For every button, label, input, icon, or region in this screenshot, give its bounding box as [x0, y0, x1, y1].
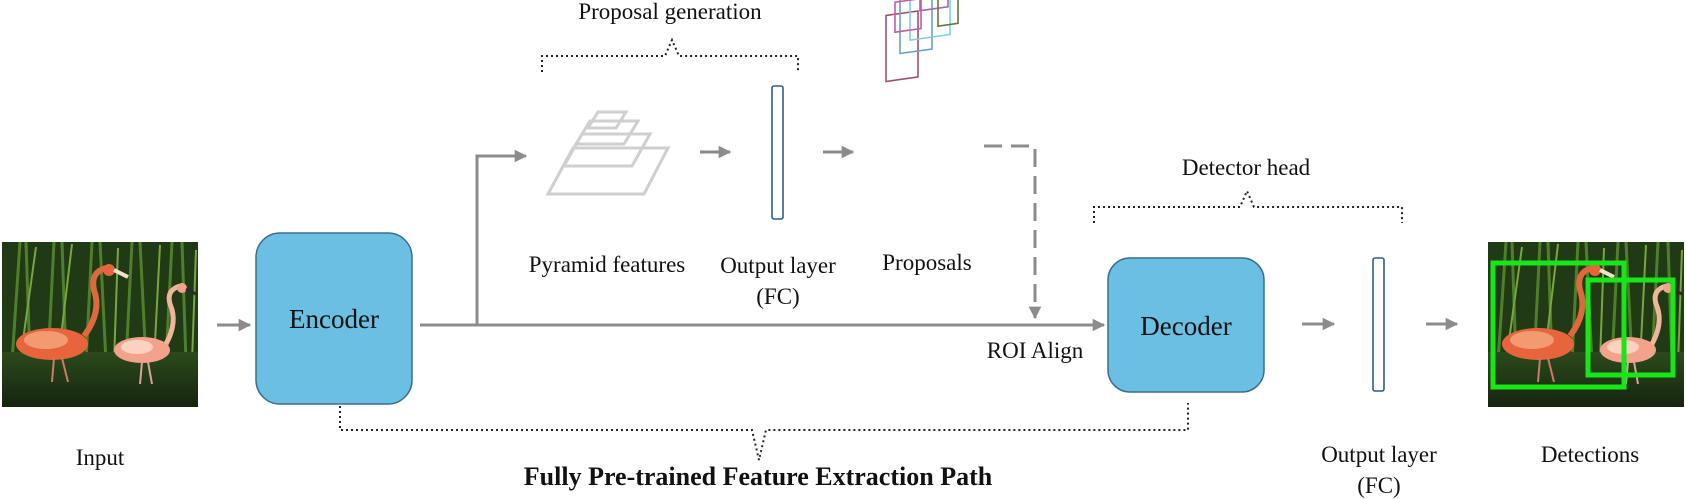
- output-layer-fc-right: [1372, 257, 1385, 392]
- output-layer-top-fc-label: (FC): [756, 284, 799, 309]
- arrow-proposals-to-roi-align: [984, 144, 1042, 320]
- detections-label: Detections: [1541, 442, 1639, 467]
- output-layer-top-label: Output layer: [720, 253, 836, 278]
- feature-path-title: Fully Pre-trained Feature Extraction Pat…: [524, 462, 993, 491]
- pyramid-features-icon: [545, 110, 671, 196]
- input-image: [2, 242, 198, 407]
- output-layer-right-label: Output layer: [1321, 442, 1437, 467]
- detection-box-1: [1490, 260, 1627, 390]
- detections-image: [1488, 242, 1684, 407]
- encoder-label: Encoder: [289, 304, 379, 334]
- proposal-generation-bracket: [541, 37, 799, 72]
- feature-path-bracket: [339, 403, 1189, 461]
- arrow-branch-to-pyramid: [475, 149, 528, 325]
- output-layer-fc-top: [771, 85, 784, 220]
- input-label: Input: [76, 445, 125, 470]
- decoder-label: Decoder: [1140, 311, 1231, 341]
- output-layer-right-fc-label: (FC): [1357, 473, 1400, 498]
- proposals-label: Proposals: [882, 250, 972, 275]
- roi-align-label: ROI Align: [987, 338, 1084, 363]
- decoder-block: [1107, 257, 1265, 393]
- pyramid-features-label: Pyramid features: [529, 252, 686, 277]
- detector-head-bracket: [1093, 188, 1403, 223]
- proposal-generation-label: Proposal generation: [578, 0, 762, 24]
- encoder-block: [255, 232, 413, 405]
- detector-head-label: Detector head: [1182, 155, 1311, 180]
- proposals-icon: [885, 0, 959, 83]
- detection-box-2: [1585, 277, 1676, 378]
